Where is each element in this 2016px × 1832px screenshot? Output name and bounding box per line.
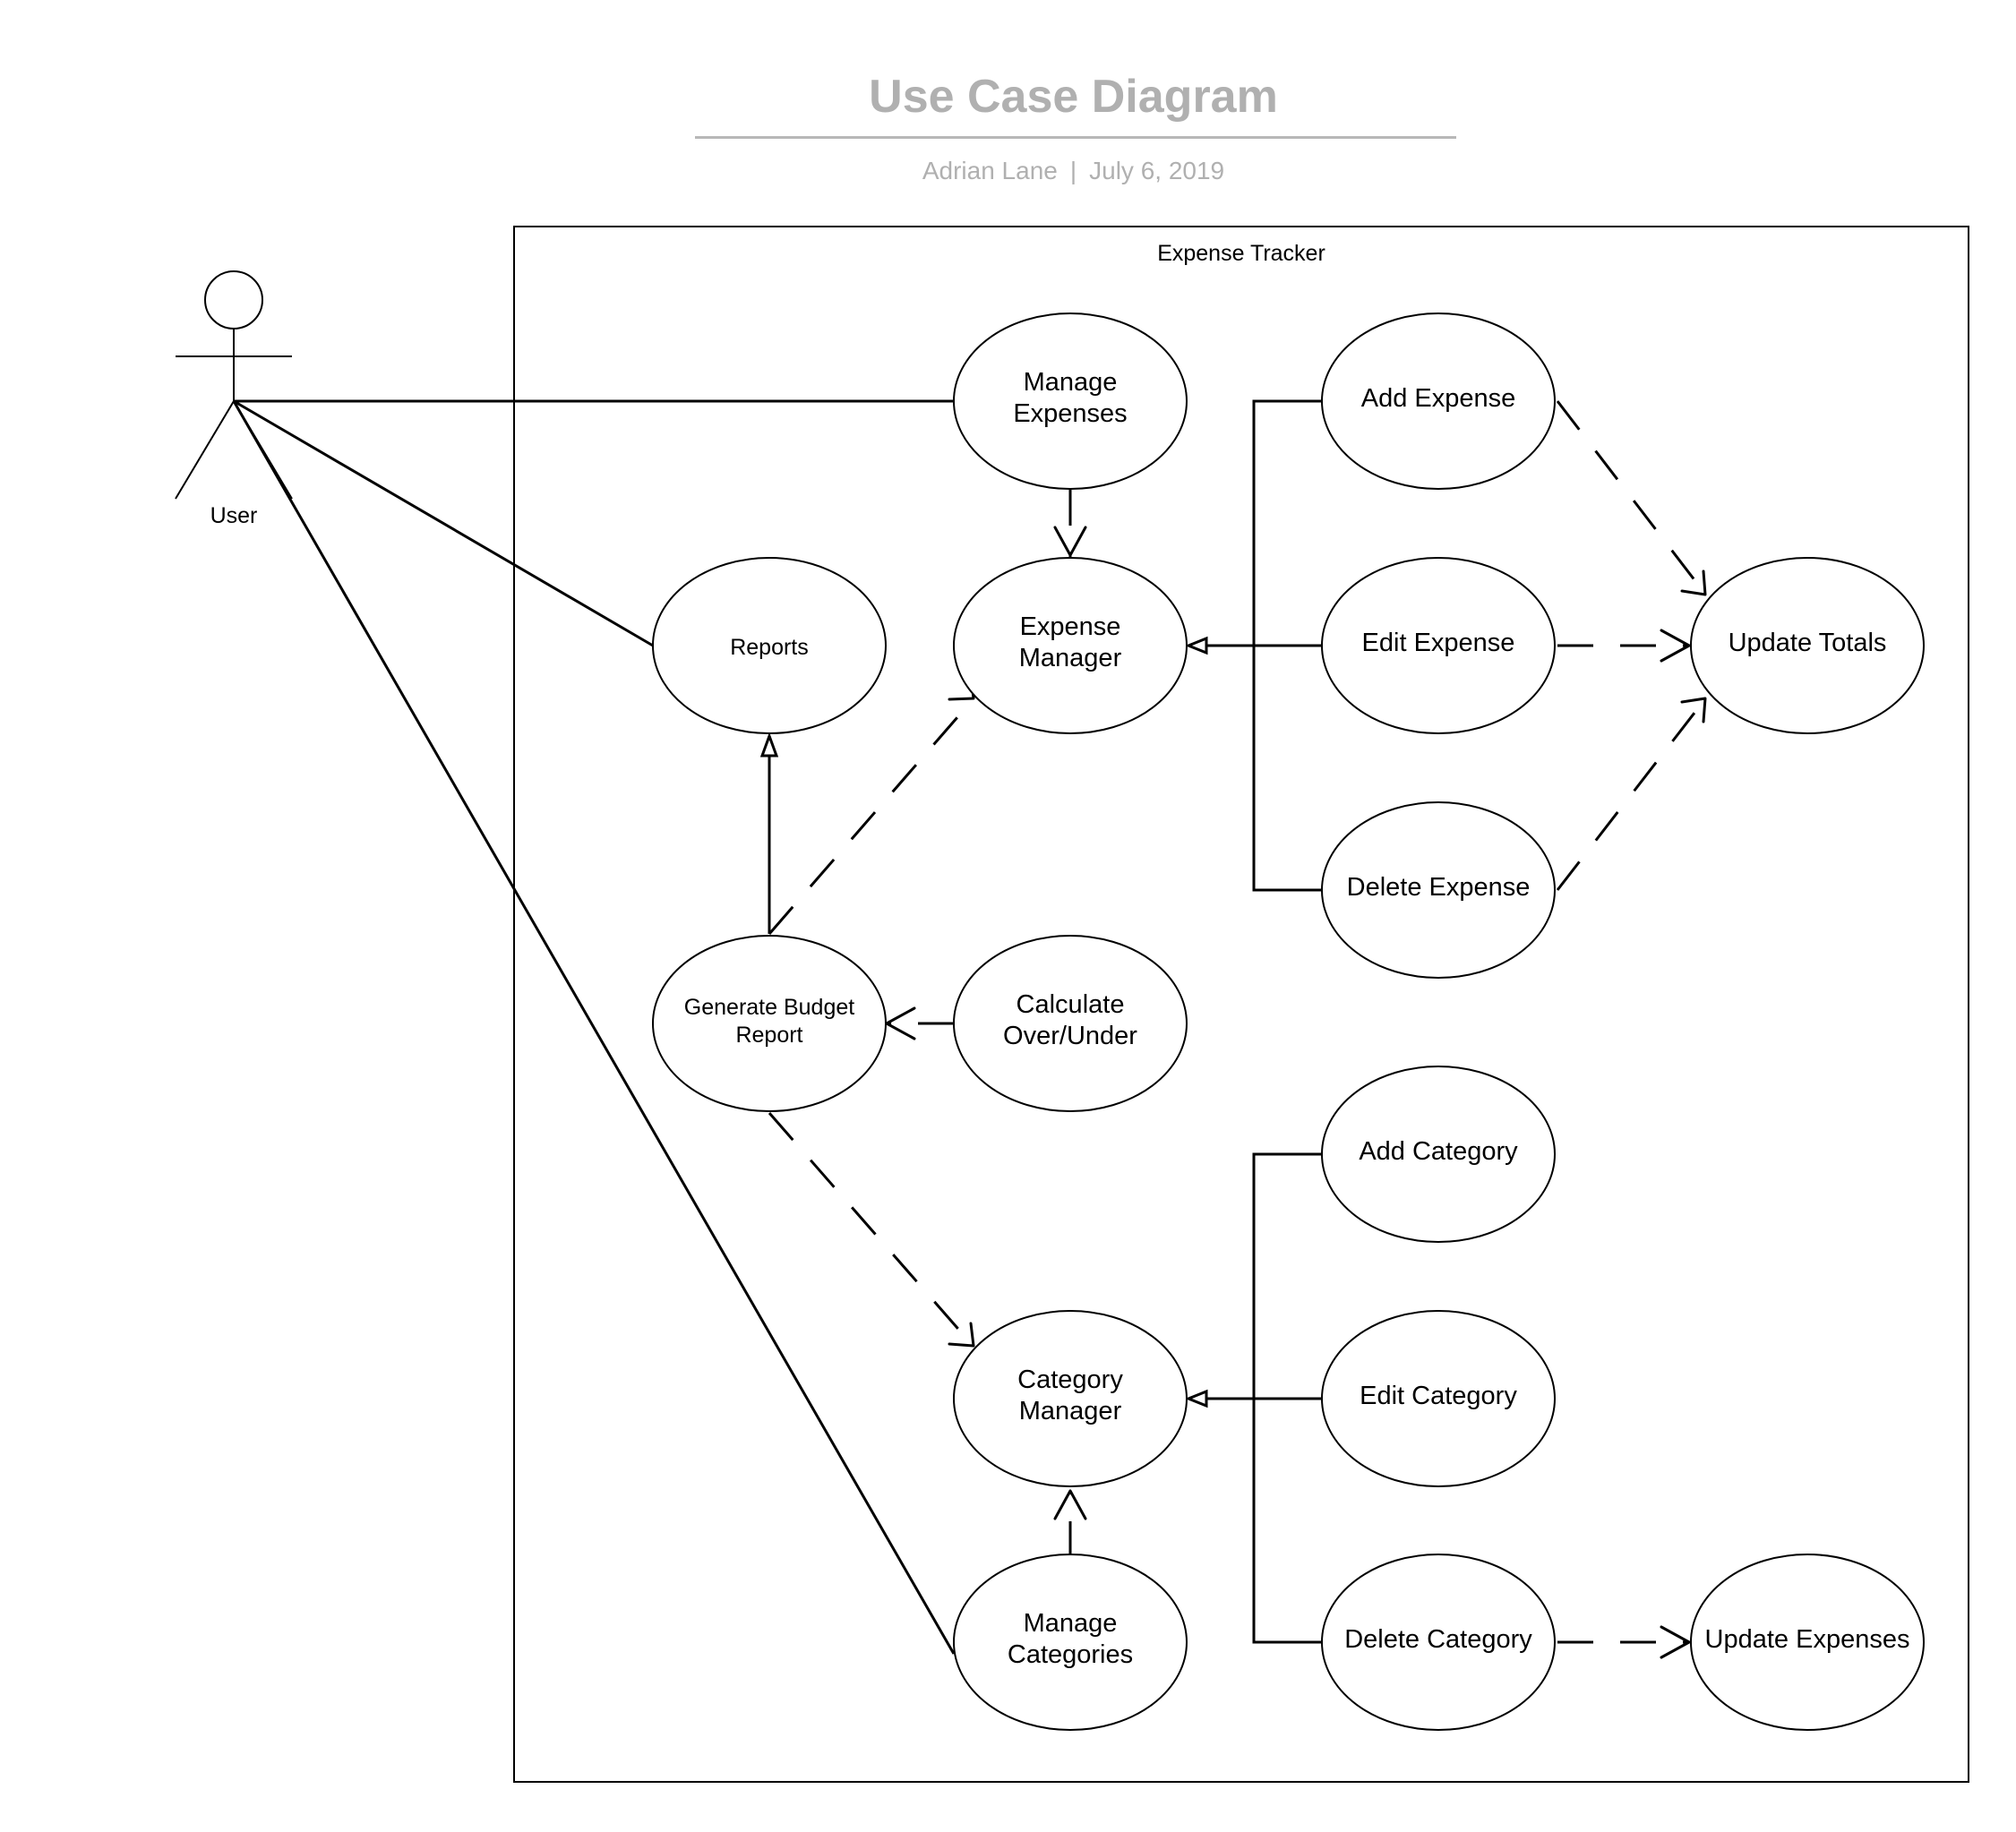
arrowhead-category-manager-top: [948, 1322, 975, 1348]
use-case-category-manager[interactable]: Category Manager: [953, 1310, 1188, 1487]
association-manage-categories: [232, 400, 956, 1655]
use-case-label: Update Totals: [1729, 629, 1887, 657]
system-name: Expense Tracker: [1157, 241, 1325, 266]
use-case-label-line-2: Categories: [1008, 1640, 1133, 1669]
use-case-label-line-2: Manager: [1019, 644, 1122, 672]
diagram-date: July 6, 2019: [1089, 157, 1225, 184]
use-case-add-category[interactable]: Add Category: [1321, 1066, 1556, 1243]
use-case-label-line-1: Category: [1017, 1365, 1123, 1394]
use-case-generate-budget-report[interactable]: Generate Budget Report: [652, 935, 887, 1112]
use-case-update-totals[interactable]: Update Totals: [1690, 557, 1925, 734]
system-boundary: [513, 226, 1969, 1783]
use-case-label: Delete Category: [1344, 1625, 1532, 1654]
dependency-generate-report-expense-manager: [768, 696, 977, 935]
use-case-edit-category[interactable]: Edit Category: [1321, 1310, 1556, 1487]
use-case-delete-expense[interactable]: Delete Expense: [1321, 801, 1556, 979]
use-case-label: Delete Expense: [1347, 873, 1531, 902]
subtitle-separator: |: [1069, 157, 1077, 184]
dependency-add-expense-update-totals: [1556, 400, 1709, 597]
generalization-arrow-expense-manager: [1184, 636, 1208, 655]
arrowhead-update-expenses: [1660, 1625, 1691, 1659]
use-case-label: Add Category: [1359, 1137, 1518, 1166]
use-case-expense-manager[interactable]: Expense Manager: [953, 557, 1188, 734]
use-case-label: Update Expenses: [1705, 1625, 1910, 1654]
use-case-update-expenses[interactable]: Update Expenses: [1690, 1554, 1925, 1731]
use-case-label-line-1: Expense: [1020, 612, 1121, 641]
dependency-delete-expense-update-totals: [1556, 696, 1709, 891]
title-divider: [695, 136, 1456, 139]
arrowhead-update-totals-middle: [1660, 629, 1691, 663]
use-case-label-line-2: Manager: [1019, 1397, 1122, 1425]
use-case-add-expense[interactable]: Add Expense: [1321, 312, 1556, 490]
use-case-reports[interactable]: Reports: [652, 557, 887, 734]
use-case-delete-category[interactable]: Delete Category: [1321, 1554, 1556, 1731]
association-reports: [233, 399, 654, 647]
use-case-label: Edit Expense: [1362, 629, 1515, 657]
actor-name: User: [210, 503, 258, 528]
use-case-label-line-1: Generate Budget: [684, 995, 854, 1020]
use-case-manage-categories[interactable]: Manage Categories: [953, 1554, 1188, 1731]
dependency-generate-report-category-manager: [768, 1112, 977, 1349]
arrowhead-update-totals-bottom: [1680, 697, 1707, 723]
use-case-label-line-2: Report: [735, 1023, 802, 1048]
use-case-label-line-2: Over/Under: [1003, 1022, 1137, 1050]
use-case-label-line-2: Expenses: [1013, 399, 1127, 428]
use-case-calculate-over-under[interactable]: Calculate Over/Under: [953, 935, 1188, 1112]
diagram-title: Use Case Diagram: [869, 71, 1278, 123]
arrowhead-expense-manager-top: [1053, 526, 1087, 557]
author-name: Adrian Lane: [922, 157, 1058, 184]
diagram-subtitle: Adrian Lane | July 6, 2019: [0, 157, 2016, 185]
generalization-arrow-reports: [759, 732, 779, 758]
use-case-label-line-1: Calculate: [1017, 990, 1125, 1019]
arrowhead-category-manager-bottom: [1053, 1489, 1087, 1520]
use-case-label: Reports: [730, 635, 809, 660]
actor-head-icon: [204, 270, 263, 330]
use-case-label-line-1: Manage: [1024, 368, 1118, 397]
use-case-manage-expenses[interactable]: Manage Expenses: [953, 312, 1188, 490]
use-case-label: Edit Category: [1360, 1382, 1517, 1410]
actor-left-leg: [175, 400, 235, 500]
use-case-label-line-1: Manage: [1024, 1609, 1118, 1638]
arrowhead-update-totals-top: [1680, 569, 1707, 596]
use-case-edit-expense[interactable]: Edit Expense: [1321, 557, 1556, 734]
generalization-arrow-category-manager: [1184, 1389, 1208, 1408]
use-case-label: Add Expense: [1361, 384, 1516, 413]
